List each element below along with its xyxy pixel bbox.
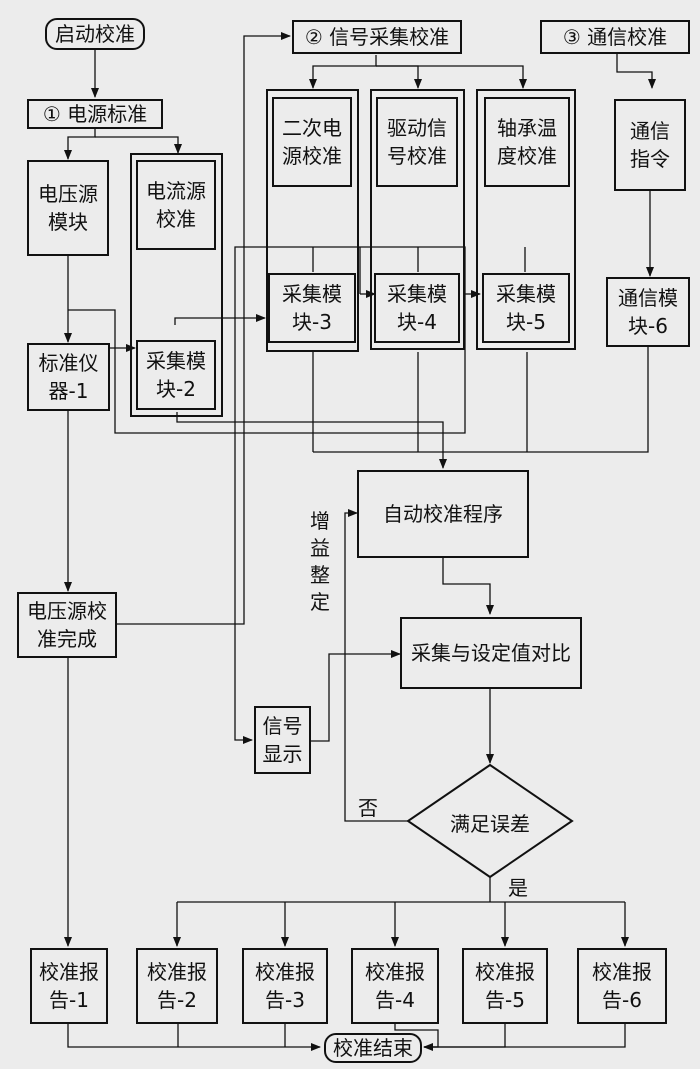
secondary-power-calibration: 二次电 源校准 — [272, 97, 352, 187]
current-source-group — [130, 153, 223, 417]
power-standard-title: ① 电源标准 — [27, 99, 163, 129]
bearing-temp-group — [476, 89, 576, 350]
voltage-calibration-done: 电压源校 准完成 — [17, 592, 117, 658]
communication-module-6: 通信模 块-6 — [606, 277, 690, 347]
drive-signal-calibration: 驱动信 号校准 — [376, 97, 458, 187]
voltage-source-module: 电压源 模块 — [27, 160, 109, 256]
start-node: 启动校准 — [45, 18, 145, 50]
communication-calibration-title: ③ 通信校准 — [540, 20, 690, 54]
acquisition-module-5: 采集模 块-5 — [482, 273, 570, 343]
acquisition-module-4: 采集模 块-4 — [374, 273, 460, 343]
report-6: 校准报 告-6 — [577, 948, 667, 1024]
signal-display: 信号 显示 — [254, 706, 311, 774]
standard-instrument-1: 标准仪 器-1 — [27, 343, 110, 411]
report-3: 校准报 告-3 — [242, 948, 328, 1024]
secondary-power-group — [266, 89, 359, 352]
signal-calibration-title: ② 信号采集校准 — [292, 20, 462, 54]
decision-diamond — [406, 763, 574, 879]
decision-no-label: 否 — [358, 796, 378, 820]
compare-with-setpoint: 采集与设定值对比 — [400, 617, 582, 689]
acquisition-module-2: 采集模 块-2 — [136, 340, 216, 410]
communication-command: 通信 指令 — [614, 99, 686, 191]
report-5: 校准报 告-5 — [462, 948, 548, 1024]
report-2: 校准报 告-2 — [136, 948, 218, 1024]
bearing-temperature-calibration: 轴承温 度校准 — [484, 97, 570, 187]
acquisition-module-3: 采集模 块-3 — [268, 273, 356, 343]
drive-signal-group — [370, 89, 465, 350]
end-node: 校准结束 — [324, 1033, 422, 1063]
gain-adjust-label: 增益整定 — [310, 509, 330, 614]
auto-calibration-program: 自动校准程序 — [357, 470, 529, 558]
current-source-calibration: 电流源 校准 — [136, 160, 216, 250]
decision-question: 满足误差 — [450, 812, 530, 836]
report-4: 校准报 告-4 — [351, 948, 439, 1024]
decision-yes-label: 是 — [508, 876, 528, 900]
report-1: 校准报 告-1 — [30, 948, 108, 1024]
